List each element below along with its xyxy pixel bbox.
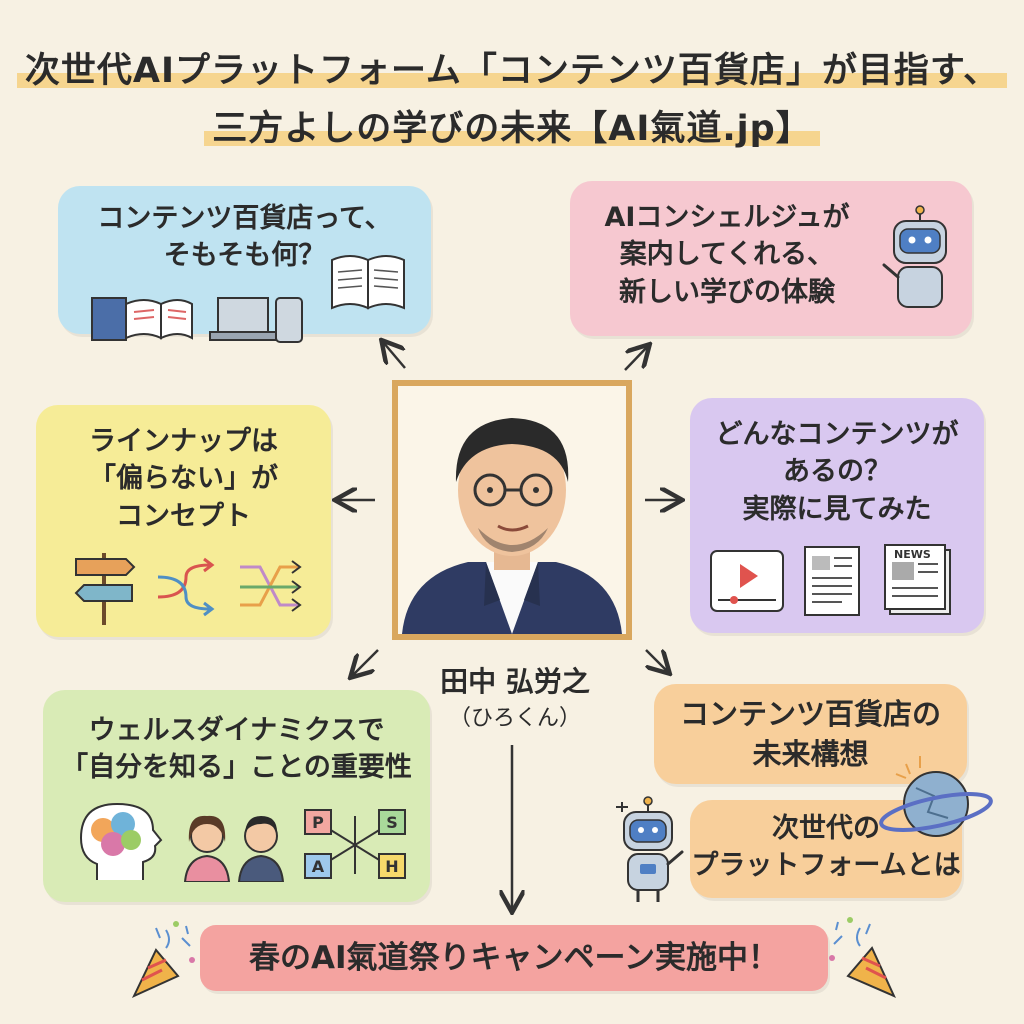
profile-letter-a: A bbox=[312, 857, 325, 876]
shuffle-icon bbox=[240, 560, 302, 612]
topic-ai-concierge-label: AIコンシェルジュが 案内してくれる、 新しい学びの体験 bbox=[604, 202, 850, 308]
small-robot-icon bbox=[616, 796, 684, 902]
campaign-banner[interactable]: 春のAI氣道祭りキャンペーン実施中！ bbox=[200, 925, 828, 991]
topic-future[interactable]: コンテンツ百貨店の 未来構想 bbox=[654, 684, 967, 784]
arrow-to-ai-concierge bbox=[624, 346, 648, 371]
crossing-arrows-icon bbox=[157, 557, 215, 617]
brain-head-icon bbox=[79, 802, 163, 880]
profile-letter-p: P bbox=[312, 813, 324, 832]
topic-ai-concierge[interactable]: AIコンシェルジュが 案内してくれる、 新しい学びの体験 bbox=[570, 181, 972, 336]
party-popper-left-icon bbox=[131, 921, 195, 999]
planet-icon bbox=[879, 756, 993, 837]
topic-wellness-label: ウェルスダイナミクスで 「自分を知る」ことの重要性 bbox=[61, 715, 412, 784]
topic-contents[interactable]: どんなコンテンツが あるの？ 実際に見てみた NEWS bbox=[690, 398, 984, 633]
smartphone-icon bbox=[275, 297, 303, 343]
laptop-icon bbox=[209, 297, 277, 341]
person-portrait bbox=[402, 418, 622, 634]
title-line-1: 次世代AIプラットフォーム「コンテンツ百貨店」が目指す、 bbox=[0, 42, 1024, 93]
party-popper-right-icon bbox=[829, 917, 896, 998]
open-book-icon bbox=[331, 255, 405, 310]
person-name: 田中 弘労之 bbox=[440, 665, 590, 698]
profile-letter-s: S bbox=[386, 813, 398, 832]
topic-future-label: コンテンツ百貨店の 未来構想 bbox=[679, 697, 941, 772]
portrait-frame bbox=[392, 380, 632, 640]
books-icon bbox=[91, 297, 193, 341]
arrow-to-future bbox=[646, 650, 668, 672]
newspaper-label: NEWS bbox=[894, 548, 931, 561]
signpost-icon bbox=[74, 553, 136, 625]
profile-letter-h: H bbox=[385, 857, 398, 876]
topic-lineup-label: ラインナップは 「偏らない」が コンセプト bbox=[89, 426, 278, 532]
robot-icon bbox=[882, 205, 947, 308]
topic-lineup[interactable]: ラインナップは 「偏らない」が コンセプト bbox=[36, 405, 331, 637]
people-icon bbox=[183, 815, 285, 882]
newspaper-icon: NEWS bbox=[884, 544, 951, 615]
title-line-2: 三方よしの学びの未来【AI氣道.jp】 bbox=[0, 100, 1024, 151]
arrow-to-what-is bbox=[383, 342, 406, 369]
video-player-icon bbox=[710, 550, 784, 612]
topic-contents-label: どんなコンテンツが あるの？ 実際に見てみた bbox=[715, 419, 959, 525]
topic-what-is[interactable]: コンテンツ百貨店って、 そもそも何？ bbox=[58, 186, 431, 343]
topic-next-platform-label: 次世代の プラットフォームとは bbox=[691, 813, 961, 882]
topic-wellness[interactable]: ウェルスダイナミクスで 「自分を知る」ことの重要性 P S A H bbox=[43, 690, 430, 902]
person-nickname: （ひろくん） bbox=[448, 706, 581, 731]
arrow-to-wellness bbox=[352, 649, 379, 676]
topic-what-is-label: コンテンツ百貨店って、 そもそも何？ bbox=[97, 203, 392, 272]
profile-matrix-icon: P S A H bbox=[304, 809, 406, 879]
document-icon bbox=[804, 546, 860, 616]
campaign-banner-label: 春のAI氣道祭りキャンペーン実施中！ bbox=[249, 940, 779, 976]
